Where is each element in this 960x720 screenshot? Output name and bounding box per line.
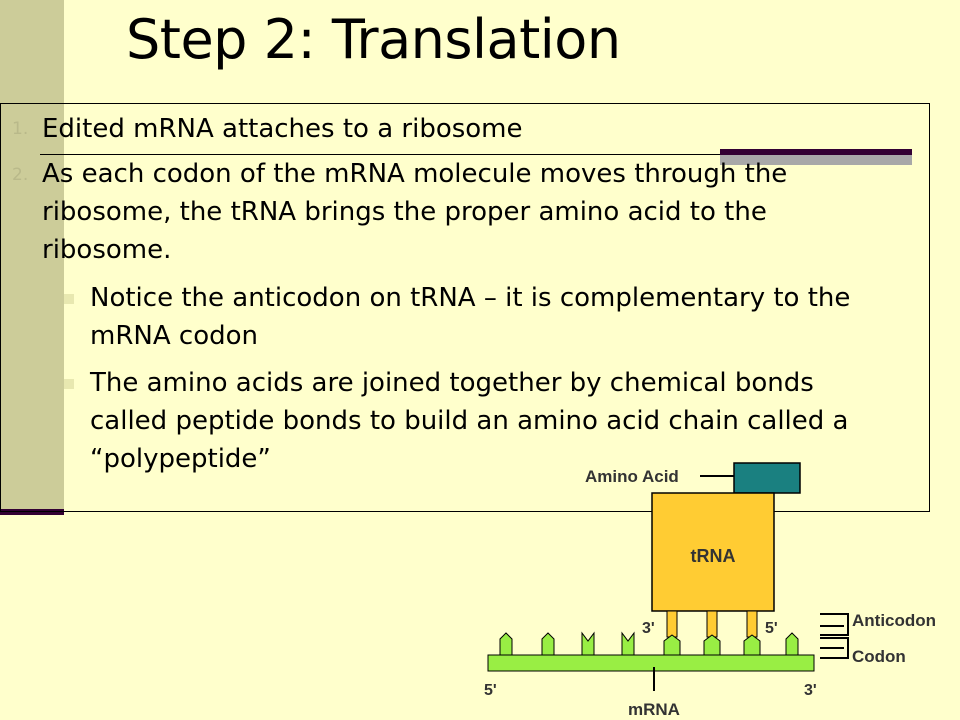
trna-3prime-label: 3' xyxy=(642,620,655,637)
sub-item-1-line-1: Notice the anticodon on tRNA – it is com… xyxy=(90,283,851,313)
anticodon-label: Anticodon xyxy=(852,611,936,630)
list-item-1: Edited mRNA attaches to a ribosome xyxy=(42,114,523,144)
mrna-backbone xyxy=(487,654,815,672)
trna-5prime-label: 5' xyxy=(765,620,778,637)
divider-line xyxy=(40,154,912,155)
amino-acid-label: Amino Acid xyxy=(585,467,679,486)
left-accent-bar xyxy=(0,0,64,514)
mrna-base xyxy=(499,632,513,656)
sub-item-2-line-1: The amino acids are joined together by c… xyxy=(90,368,814,398)
mrna-base xyxy=(785,632,799,656)
list-number-1: 1. xyxy=(12,119,29,139)
trna-label: tRNA xyxy=(691,546,736,566)
codon-label: Codon xyxy=(852,647,906,666)
sub-bullet-1 xyxy=(64,294,74,304)
amino-acid-block xyxy=(733,462,801,494)
list-item-2-line-1: As each codon of the mRNA molecule moves… xyxy=(42,159,788,189)
mrna-base xyxy=(663,634,681,656)
slide-title: Step 2: Translation xyxy=(126,8,621,71)
mrna-base xyxy=(621,631,635,656)
mrna-3prime-label: 3' xyxy=(804,682,817,699)
mrna-base xyxy=(581,631,595,656)
anticodon-leg xyxy=(666,610,678,638)
list-item-2-line-3: ribosome. xyxy=(42,235,172,265)
content-box xyxy=(0,103,930,512)
mrna-base xyxy=(703,634,721,656)
mrna-base xyxy=(541,632,555,656)
list-item-2-line-2: ribosome, the tRNA brings the proper ami… xyxy=(42,197,767,227)
mrna-5prime-label: 5' xyxy=(484,682,497,699)
translation-diagram: Amino Acid tRNA 3' 5' 5' 3' mRNA Anticod… xyxy=(484,462,936,719)
sub-item-2-line-3: “polypeptide” xyxy=(90,444,271,474)
mrna-base xyxy=(743,634,761,656)
anticodon-leg xyxy=(706,610,718,638)
trna-body xyxy=(651,492,775,612)
sub-bullet-2 xyxy=(64,379,74,389)
mrna-label: mRNA xyxy=(628,700,680,719)
divider-accent-shadow xyxy=(720,155,912,165)
anticodon-leg xyxy=(746,610,758,638)
left-accent-bar-end xyxy=(0,509,64,515)
divider-accent xyxy=(720,149,912,155)
sub-item-2-line-2: called peptide bonds to build an amino a… xyxy=(90,406,849,436)
list-number-2: 2. xyxy=(12,165,29,185)
sub-item-1-line-2: mRNA codon xyxy=(90,321,258,351)
anticodon-bracket xyxy=(820,613,849,636)
codon-bracket xyxy=(820,637,849,659)
